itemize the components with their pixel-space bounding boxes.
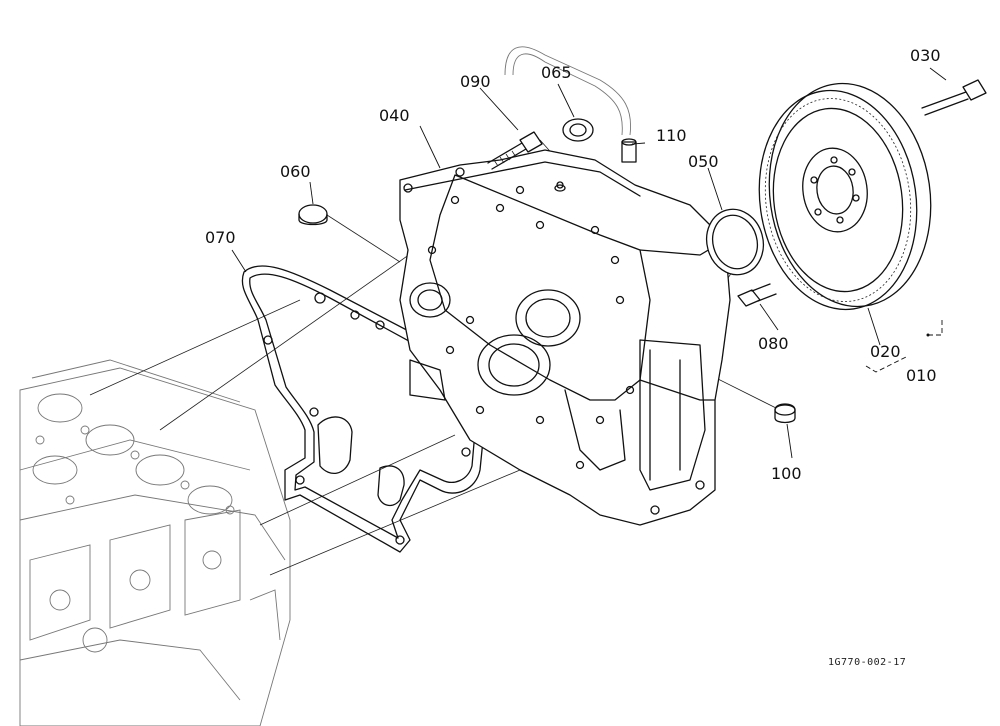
callout-090: 090 <box>460 72 491 91</box>
callout-020: 020 <box>870 342 901 361</box>
callout-080: 080 <box>758 334 789 353</box>
callout-070: 070 <box>205 228 236 247</box>
callout-010: 010 <box>906 366 937 385</box>
breather-hose <box>504 46 637 163</box>
plug-060 <box>298 204 328 226</box>
bolt-080 <box>737 283 777 307</box>
drawing-reference-code: 1G770-002-17 <box>828 657 907 668</box>
flywheel <box>758 82 932 311</box>
seal-065 <box>562 118 594 142</box>
bolt-030 <box>921 79 987 116</box>
callout-050: 050 <box>688 152 719 171</box>
engine-block-ghost <box>19 359 291 726</box>
callout-065: 065 <box>541 63 572 82</box>
gear-case <box>399 149 731 526</box>
leader-lines <box>231 67 947 459</box>
gasket <box>241 265 486 553</box>
callout-030: 030 <box>910 46 941 65</box>
callout-110: 110 <box>656 126 687 145</box>
callout-060: 060 <box>280 162 311 181</box>
callout-040: 040 <box>379 106 410 125</box>
oil-seal-050 <box>705 208 765 276</box>
bolt-090 <box>487 131 543 170</box>
plug-100 <box>774 403 796 424</box>
callout-100: 100 <box>771 464 802 483</box>
